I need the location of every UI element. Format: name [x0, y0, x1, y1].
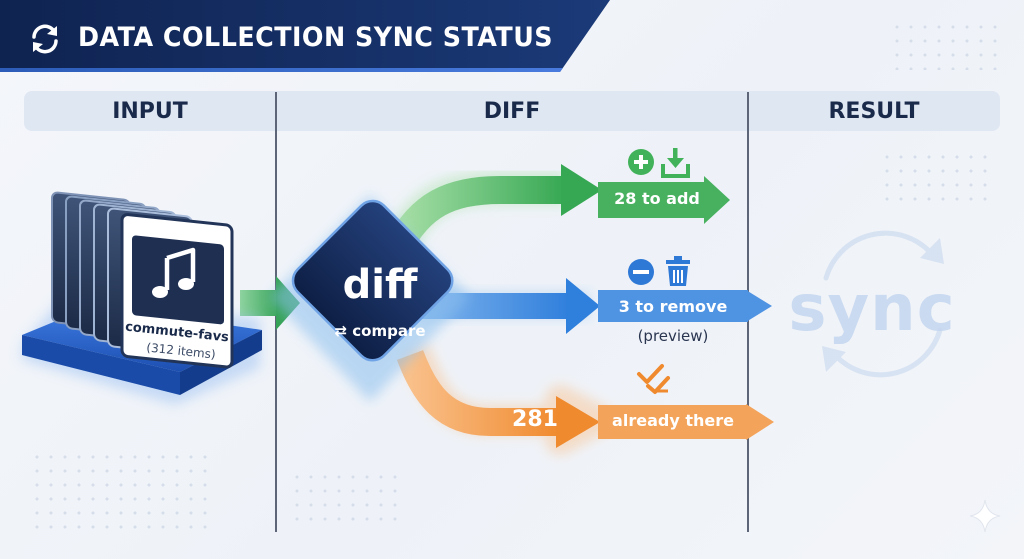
stacked-cards	[51, 191, 234, 369]
diff-diamond	[270, 195, 470, 402]
minus-circle-icon	[628, 259, 654, 285]
dot-pattern	[290, 470, 400, 530]
header-banner	[0, 0, 610, 72]
double-check-icon	[637, 364, 670, 394]
diff-node-subtitle: compare	[352, 322, 426, 340]
sync-watermark-text: sync	[788, 272, 956, 346]
page-title: DATA COLLECTION SYNC STATUS	[78, 22, 554, 53]
remove-preview-note: (preview)	[637, 327, 709, 345]
trash-icon	[666, 256, 690, 286]
diff-node-subtitle-row: ⇄ compare	[320, 322, 440, 340]
dot-pattern	[30, 450, 210, 530]
column-header-diff: DIFF	[483, 99, 541, 124]
dot-pattern	[880, 150, 990, 210]
add-count-label: 28 to add	[614, 189, 700, 208]
music-note-icon	[152, 247, 196, 298]
download-icon	[661, 148, 690, 178]
existing-flow-arrow	[396, 344, 774, 455]
swap-arrows-icon: ⇄	[334, 322, 348, 340]
column-header-input: INPUT	[112, 99, 188, 124]
sync-arrows-icon	[32, 24, 58, 54]
dot-pattern	[890, 20, 1000, 70]
diff-node-title: diff	[342, 262, 418, 308]
remove-count-label: 3 to remove	[618, 297, 728, 316]
existing-label: already there	[612, 411, 734, 430]
sparkle-icon	[969, 499, 1001, 533]
column-header-result: RESULT	[828, 99, 920, 124]
sync-watermark-icon	[822, 230, 944, 378]
plus-circle-icon	[628, 149, 654, 175]
column-header-band	[24, 91, 1000, 131]
input-stack	[22, 191, 262, 405]
existing-count: 281	[512, 407, 558, 432]
